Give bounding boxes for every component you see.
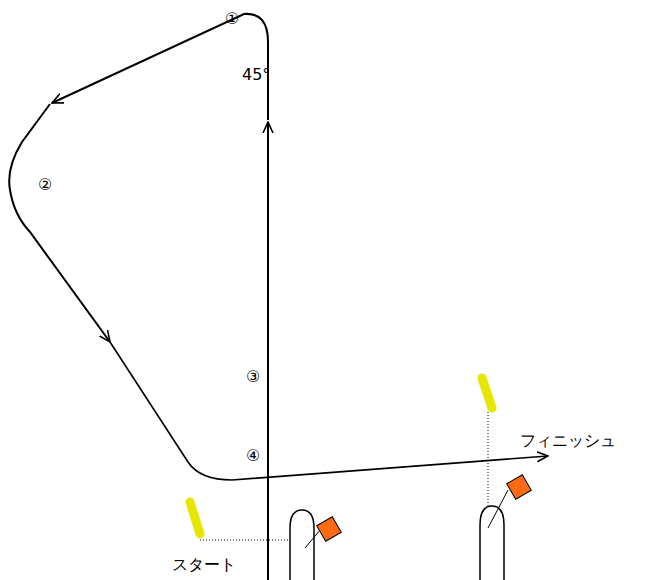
- flag: [507, 475, 532, 500]
- course-leg: [110, 342, 548, 480]
- buoy: [482, 378, 492, 408]
- course-leg: [52, 14, 268, 120]
- course-leg: [9, 104, 110, 342]
- course-label: スタート: [172, 556, 236, 574]
- mark-number: ②: [38, 176, 52, 194]
- course-leg: [267, 122, 269, 580]
- flag: [317, 517, 342, 542]
- flag-pole: [305, 530, 320, 548]
- boat: [480, 506, 504, 580]
- mark-number: ④: [246, 447, 260, 465]
- mark-number: ③: [246, 368, 260, 386]
- course-label: フィニッシュ: [520, 432, 616, 450]
- buoy: [190, 502, 200, 534]
- mark-number: ①: [225, 10, 239, 28]
- angle-label: 45°: [242, 66, 270, 84]
- start-line: [200, 540, 290, 541]
- flag-pole: [488, 490, 508, 528]
- boat: [290, 510, 314, 580]
- finish-line: [488, 412, 489, 512]
